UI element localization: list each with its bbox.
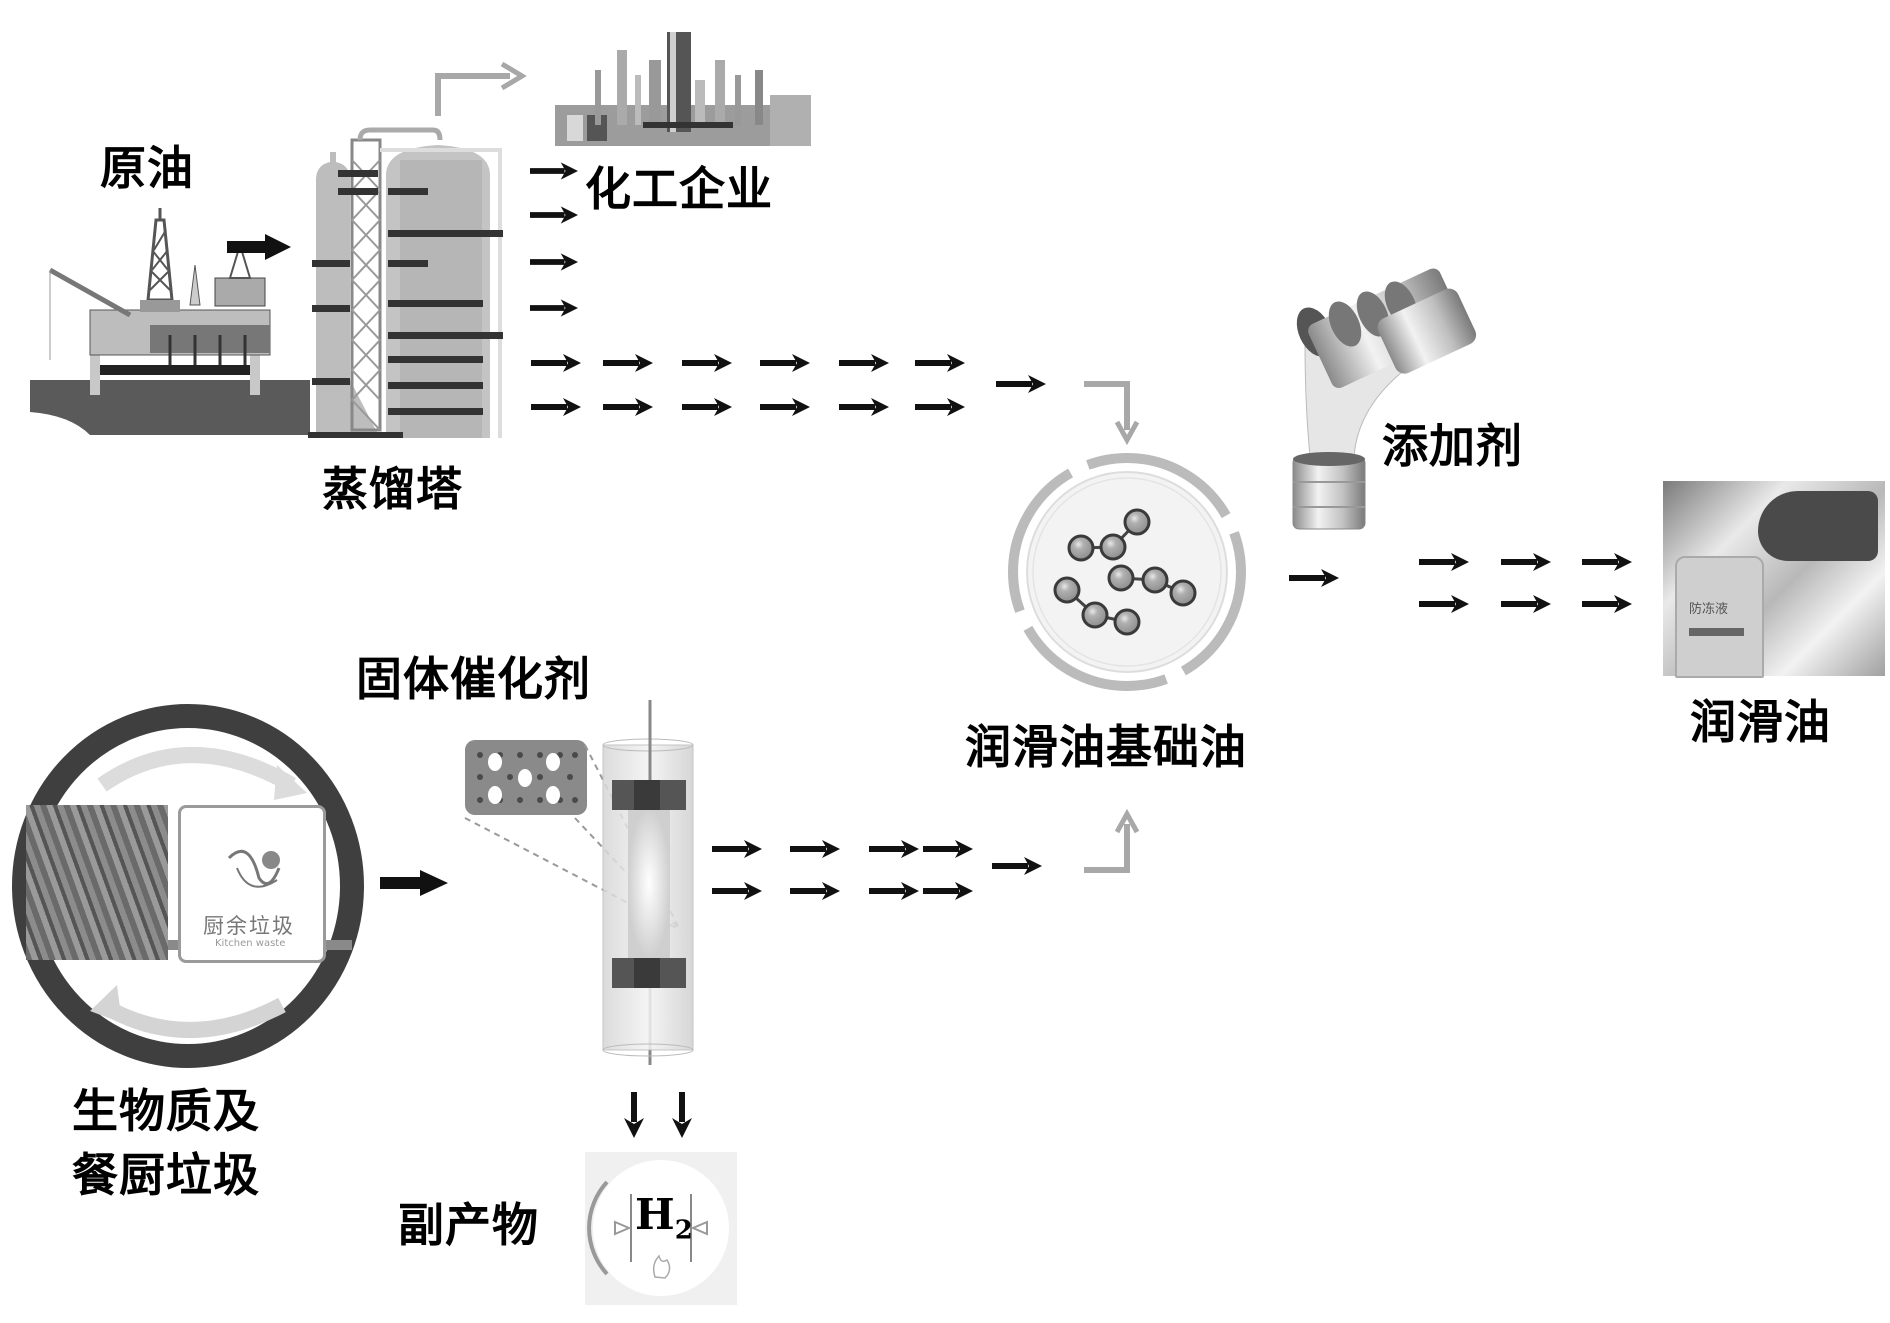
- hydrogen-icon: H2: [585, 1152, 737, 1305]
- upper-arrow-row1-3: [760, 354, 810, 372]
- lower-arrow-row2-3: [923, 882, 973, 900]
- molecule-ball: [1113, 608, 1141, 636]
- molecule-ball: [1141, 566, 1169, 594]
- molecule-ball: [1067, 534, 1095, 562]
- right-arrow-row1-0: [1419, 553, 1469, 571]
- arrow-tower-out-1: [530, 162, 578, 180]
- lubricant-photo: 防冻液: [1663, 481, 1885, 678]
- bottle-label-band: [1689, 628, 1744, 636]
- molecule-ball: [1099, 533, 1127, 561]
- arrow-down-2: [672, 1092, 692, 1138]
- arrow-down-1: [624, 1092, 644, 1138]
- right-arrow-row1-2: [1582, 553, 1632, 571]
- food-waste-icon: [227, 849, 281, 888]
- additive-label: 添加剂: [1382, 419, 1523, 473]
- byproduct-label: 副产物: [398, 1198, 539, 1252]
- upper-arrow-row1-5: [915, 354, 965, 372]
- arrow-tower-out-2: [530, 206, 578, 224]
- gray-elbow-arrow-up: [1084, 808, 1140, 873]
- lower-arrow-row2-2: [869, 882, 919, 900]
- right-arrow-row2-2: [1582, 595, 1632, 613]
- upper-arrow-row2-5: [915, 398, 965, 416]
- upper-arrow-row2-2: [682, 398, 732, 416]
- upper-arrow-row2-3: [760, 398, 810, 416]
- molecule-balls: [1053, 508, 1197, 636]
- arrow-tower-out-3: [530, 253, 578, 271]
- right-arrow-row2-0: [1419, 595, 1469, 613]
- right-arrow-row1-1: [1501, 553, 1551, 571]
- base-oil-label: 润滑油基础油: [965, 720, 1247, 774]
- reactor-tube-icon: [602, 700, 694, 1065]
- upper-arrow-row1-2: [682, 354, 732, 372]
- upper-arrow-row1-1: [603, 354, 653, 372]
- lower-arrow-row1-0: [712, 840, 762, 858]
- kitchen-waste-sign: 厨余垃圾 Kitchen waste: [178, 805, 326, 963]
- h2-formula: H2: [635, 1194, 693, 1246]
- kitchen-waste-cn: 厨余垃圾: [203, 914, 295, 938]
- h2-main: H: [635, 1190, 675, 1239]
- biomass-label-line1: 生物质及: [72, 1084, 260, 1138]
- arrow-biomass-to-catalyst: [380, 870, 448, 896]
- bottle-brand-text: 防冻液: [1689, 602, 1729, 617]
- upper-arrow-single: [996, 375, 1046, 393]
- chemical-enterprise-label: 化工企业: [585, 162, 773, 216]
- crude-oil-label: 原油: [100, 141, 194, 195]
- zeolite-catalyst-icon: [465, 740, 587, 815]
- molecule-ball: [1169, 579, 1197, 607]
- oil-rig-icon: [30, 208, 310, 435]
- car-windshield: [1758, 491, 1878, 561]
- oil-bottle: 防冻液: [1675, 556, 1764, 678]
- solid-catalyst-label: 固体催化剂: [356, 652, 591, 706]
- arrow-crude-to-tower: [227, 234, 291, 260]
- lower-arrow-row1-2: [869, 840, 919, 858]
- lower-arrow-single: [992, 857, 1042, 875]
- upper-arrow-row2-1: [603, 398, 653, 416]
- distillation-tower-icon: [308, 127, 503, 438]
- chemical-plant-icon: [555, 32, 811, 146]
- h2-sub: 2: [674, 1215, 693, 1246]
- distillation-tower-label: 蒸馏塔: [322, 462, 463, 516]
- flame-icon: [652, 1254, 671, 1279]
- hydrogen-circle: [587, 1160, 729, 1296]
- upper-arrow-row2-4: [839, 398, 889, 416]
- kitchen-waste-en: Kitchen waste: [215, 938, 286, 949]
- gray-elbow-arrow-down: [1084, 381, 1140, 446]
- lubricant-label: 润滑油: [1690, 695, 1831, 749]
- gray-arrow-to-chemical: [435, 61, 527, 116]
- molecule-ball: [1081, 601, 1109, 629]
- lower-arrow-row2-0: [712, 882, 762, 900]
- upper-arrow-row1-0: [531, 354, 581, 372]
- molecule-ball: [1123, 508, 1151, 536]
- arrow-tower-out-4: [530, 299, 578, 317]
- biomass-grass-photo: [26, 805, 168, 960]
- right-arrow-row2-1: [1501, 595, 1551, 613]
- lower-arrow-row2-1: [790, 882, 840, 900]
- molecule-ball: [1107, 564, 1135, 592]
- arrow-base-to-additive: [1289, 569, 1339, 587]
- lower-arrow-row1-1: [790, 840, 840, 858]
- upper-arrow-row1-4: [839, 354, 889, 372]
- lower-arrow-row1-3: [923, 840, 973, 858]
- additive-barrels-icon: [1292, 268, 1477, 530]
- biomass-label-line2: 餐厨垃圾: [72, 1148, 260, 1202]
- molecule-ball: [1053, 576, 1081, 604]
- upper-arrow-row2-0: [531, 398, 581, 416]
